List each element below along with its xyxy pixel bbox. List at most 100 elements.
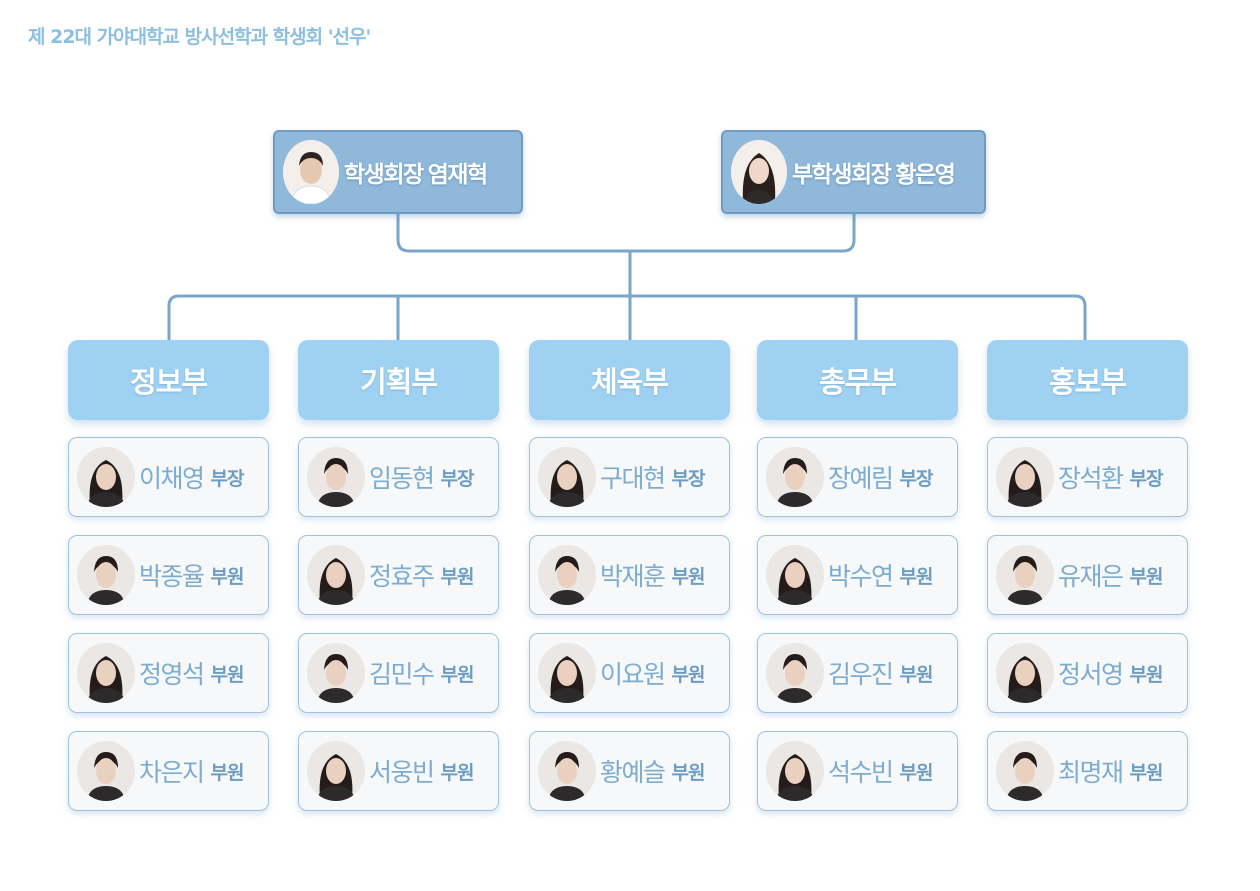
member-role: 부원 [440, 565, 475, 588]
leader-box-president: 학생회장 염재혁 [273, 130, 523, 214]
member-role: 부원 [1129, 761, 1164, 784]
member-name: 구대현 [600, 464, 666, 493]
member-role: 부원 [210, 663, 245, 686]
member-role: 부장 [1129, 467, 1164, 490]
leader-photo [731, 140, 787, 204]
member-avatar [538, 545, 596, 605]
leader-name: 염재혁 [427, 162, 488, 188]
member-avatar [77, 741, 135, 801]
member-avatar [307, 545, 365, 605]
member-name: 황예슬 [600, 758, 666, 787]
member-role: 부원 [1129, 565, 1164, 588]
connector-branch [167, 294, 1087, 340]
member-avatar [996, 545, 1054, 605]
member-role: 부원 [899, 761, 934, 784]
member-name: 김우진 [828, 660, 894, 689]
dept-title: 기획부 [359, 365, 438, 399]
member-name: 정영석 [139, 660, 205, 689]
dept-title: 총무부 [818, 365, 897, 399]
dept-header-general-affairs: 총무부 [757, 340, 958, 420]
member-name: 최명재 [1058, 758, 1124, 787]
member-role: 부원 [671, 663, 706, 686]
member-avatar [766, 643, 824, 703]
member-role: 부원 [671, 565, 706, 588]
member-name: 박재훈 [600, 562, 666, 591]
dept-title: 정보부 [129, 365, 208, 399]
member-name: 이요원 [600, 660, 666, 689]
member-name: 장예림 [828, 464, 894, 493]
member-role: 부원 [671, 761, 706, 784]
member-name: 차은지 [139, 758, 205, 787]
dept-header-planning: 기획부 [298, 340, 499, 420]
leader-name: 황은영 [895, 162, 955, 188]
member-name: 임동현 [369, 464, 435, 493]
member-avatar [77, 643, 135, 703]
member-role: 부장 [899, 467, 934, 490]
member-name: 유재은 [1058, 562, 1124, 591]
member-role: 부원 [440, 663, 475, 686]
member-avatar [77, 545, 135, 605]
member-role: 부장 [210, 467, 245, 490]
member-role: 부장 [440, 467, 475, 490]
member-avatar [766, 545, 824, 605]
member-name: 정서영 [1058, 660, 1124, 689]
member-name: 이채영 [139, 464, 205, 493]
member-name: 장석환 [1058, 464, 1124, 493]
member-role: 부원 [210, 761, 245, 784]
member-avatar [996, 741, 1054, 801]
member-avatar [766, 447, 824, 507]
leader-box-vice-president: 부학생회장 황은영 [721, 130, 986, 214]
leader-role: 학생회장 [344, 162, 424, 188]
member-avatar [538, 447, 596, 507]
member-name: 박수연 [828, 562, 894, 591]
member-role: 부원 [899, 663, 934, 686]
dept-title: 체육부 [590, 365, 669, 399]
member-avatar [77, 447, 135, 507]
member-role: 부원 [210, 565, 245, 588]
member-name: 박종율 [139, 562, 205, 591]
member-name: 김민수 [369, 660, 435, 689]
member-role: 부원 [899, 565, 934, 588]
page-title: 제 22대 가야대학교 방사선학과 학생회 '선우' [28, 26, 371, 48]
leader-role: 부학생회장 [792, 162, 892, 188]
member-avatar [996, 643, 1054, 703]
member-avatar [996, 447, 1054, 507]
connector-leaders [396, 214, 856, 253]
member-avatar [307, 447, 365, 507]
dept-header-sports: 체육부 [529, 340, 730, 420]
member-name: 서웅빈 [369, 758, 435, 787]
dept-header-info: 정보부 [68, 340, 269, 420]
member-name: 석수빈 [828, 758, 894, 787]
member-avatar [538, 643, 596, 703]
member-role: 부원 [440, 761, 475, 784]
dept-title: 홍보부 [1048, 365, 1127, 399]
member-name: 정효주 [369, 562, 435, 591]
member-avatar [307, 643, 365, 703]
member-avatar [307, 741, 365, 801]
dept-header-pr: 홍보부 [987, 340, 1188, 420]
member-role: 부원 [1129, 663, 1164, 686]
leader-photo [283, 140, 339, 204]
member-avatar [538, 741, 596, 801]
